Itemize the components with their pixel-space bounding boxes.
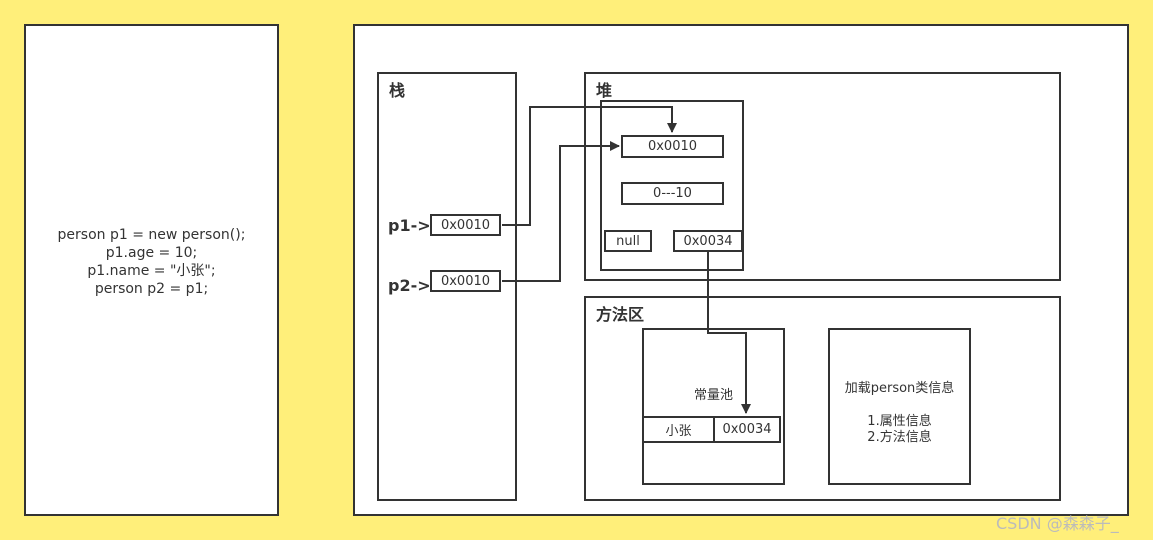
watermark: CSDN @森森子_	[996, 514, 1119, 533]
class-info-item-1: 1.属性信息	[867, 414, 932, 429]
constant-pool: 常量池	[642, 328, 785, 485]
constant-pool-title: 常量池	[693, 388, 733, 403]
class-info-item-2: 2.方法信息	[867, 430, 932, 445]
code-panel: person p1 = new person(); p1.age = 10; p…	[24, 24, 279, 516]
code-block: person p1 = new person(); p1.age = 10; p…	[26, 226, 277, 298]
p1-value-box: 0x0010	[430, 214, 501, 236]
code-line-1: person p1 = new person();	[57, 227, 246, 243]
constant-string-address: 0x0034	[713, 416, 781, 443]
heap-null-field: null	[604, 230, 652, 252]
p1-arrow	[502, 106, 677, 226]
code-line-2: p1.age = 10;	[105, 245, 198, 261]
method-area-title: 方法区	[596, 305, 645, 324]
class-info: 加载person类信息 1.属性信息 2.方法信息	[828, 328, 971, 485]
code-line-4: person p2 = p1;	[94, 281, 209, 297]
name-ref-arrow	[707, 252, 751, 414]
heap-age-field: 0---10	[621, 182, 724, 205]
p1-label: p1->	[388, 216, 431, 235]
constant-string-value: 小张	[642, 416, 715, 443]
p2-label: p2->	[388, 276, 431, 295]
heap-name-ref-field: 0x0034	[673, 230, 743, 252]
class-info-title: 加载person类信息	[844, 381, 955, 396]
code-line-3: p1.name = "小张";	[87, 263, 216, 279]
stack-title: 栈	[389, 81, 406, 100]
heap-title: 堆	[596, 81, 613, 100]
p2-arrow	[502, 141, 620, 282]
heap-object-address: 0x0010	[621, 135, 724, 158]
p2-value-box: 0x0010	[430, 270, 501, 292]
